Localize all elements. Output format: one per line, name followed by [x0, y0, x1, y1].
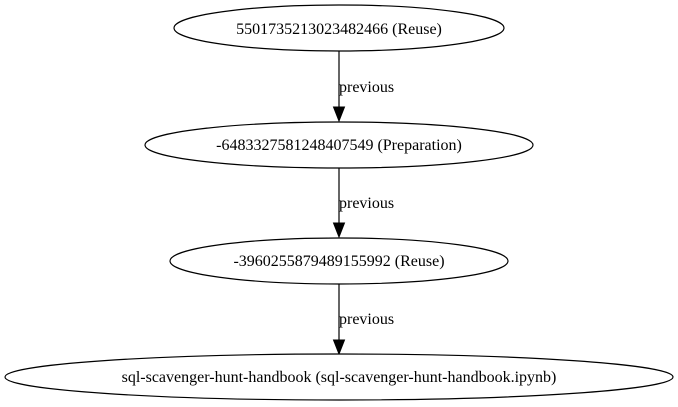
edge-previous-3: previous: [332, 284, 394, 356]
edge-previous-2: previous: [332, 168, 394, 239]
arrow-head-icon: [332, 222, 346, 239]
node-reuse-1[interactable]: 5501735213023482466 (Reuse): [173, 4, 505, 52]
edge-label: previous: [339, 311, 394, 328]
node-ellipse: [169, 237, 509, 285]
node-label: -3960255879489155992 (Reuse): [233, 253, 444, 270]
node-ellipse: [173, 4, 505, 52]
node-ellipse: [4, 353, 674, 401]
node-preparation[interactable]: -6483327581248407549 (Preparation): [144, 121, 534, 169]
node-label: sql-scavenger-hunt-handbook (sql-scaveng…: [122, 369, 557, 386]
edge-label: previous: [339, 195, 394, 212]
arrow-head-icon: [332, 339, 346, 356]
node-reuse-2[interactable]: -3960255879489155992 (Reuse): [169, 237, 509, 285]
arrow-head-icon: [332, 106, 346, 123]
node-label: 5501735213023482466 (Reuse): [236, 21, 442, 38]
edge-previous-1: previous: [332, 51, 394, 123]
node-ellipse: [144, 121, 534, 169]
node-notebook[interactable]: sql-scavenger-hunt-handbook (sql-scaveng…: [4, 353, 674, 401]
node-label: -6483327581248407549 (Preparation): [216, 137, 462, 154]
edge-label: previous: [339, 79, 394, 96]
